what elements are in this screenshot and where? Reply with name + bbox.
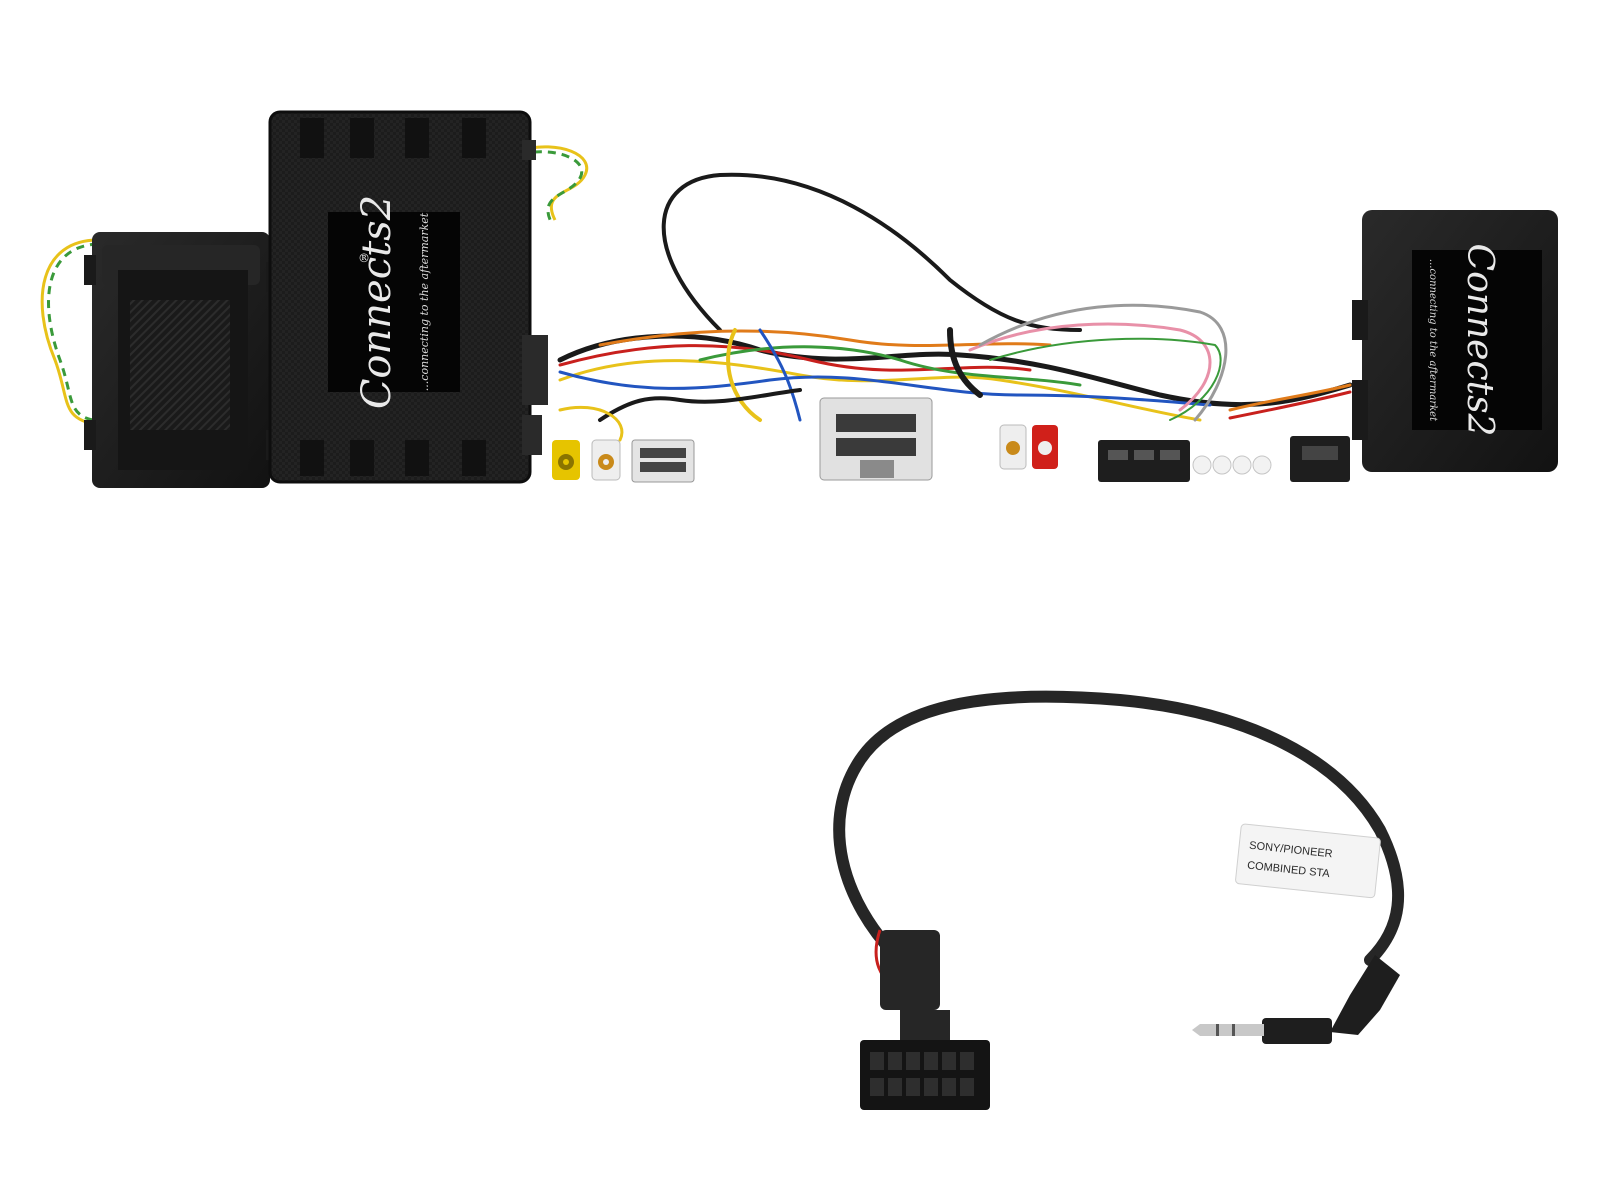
multipin-connector-large xyxy=(819,397,933,481)
cable-label-sleeve: SONY/PIONEER COMBINED STA xyxy=(1235,823,1381,899)
patch-lead-connector xyxy=(860,929,990,1110)
tagline-main: ...connecting to the aftermarket xyxy=(418,212,431,391)
multipin-connector-small xyxy=(631,439,695,483)
brand-logo-main: Connects2 xyxy=(354,195,400,409)
rca-white-connector xyxy=(591,439,621,481)
rca-white-red-pair xyxy=(999,424,1058,470)
wiring-loom xyxy=(557,172,1353,442)
bullet-terminals xyxy=(1192,455,1272,475)
brand-logo-right: Connects2 xyxy=(1459,244,1500,437)
iso-connector xyxy=(1098,440,1190,482)
main-interface-module: Connects2 ...connecting to the aftermark… xyxy=(268,110,589,484)
rca-yellow-connector xyxy=(552,440,580,480)
jack-plug xyxy=(1192,955,1400,1044)
registered-mark: ® xyxy=(358,251,370,265)
tagline-right: ...connecting to the aftermarket xyxy=(1427,259,1438,422)
two-pin-connector xyxy=(1290,436,1350,482)
small-interface-module xyxy=(40,232,278,488)
right-interface-module: Connects2 ...connecting to the aftermark… xyxy=(1352,210,1558,472)
